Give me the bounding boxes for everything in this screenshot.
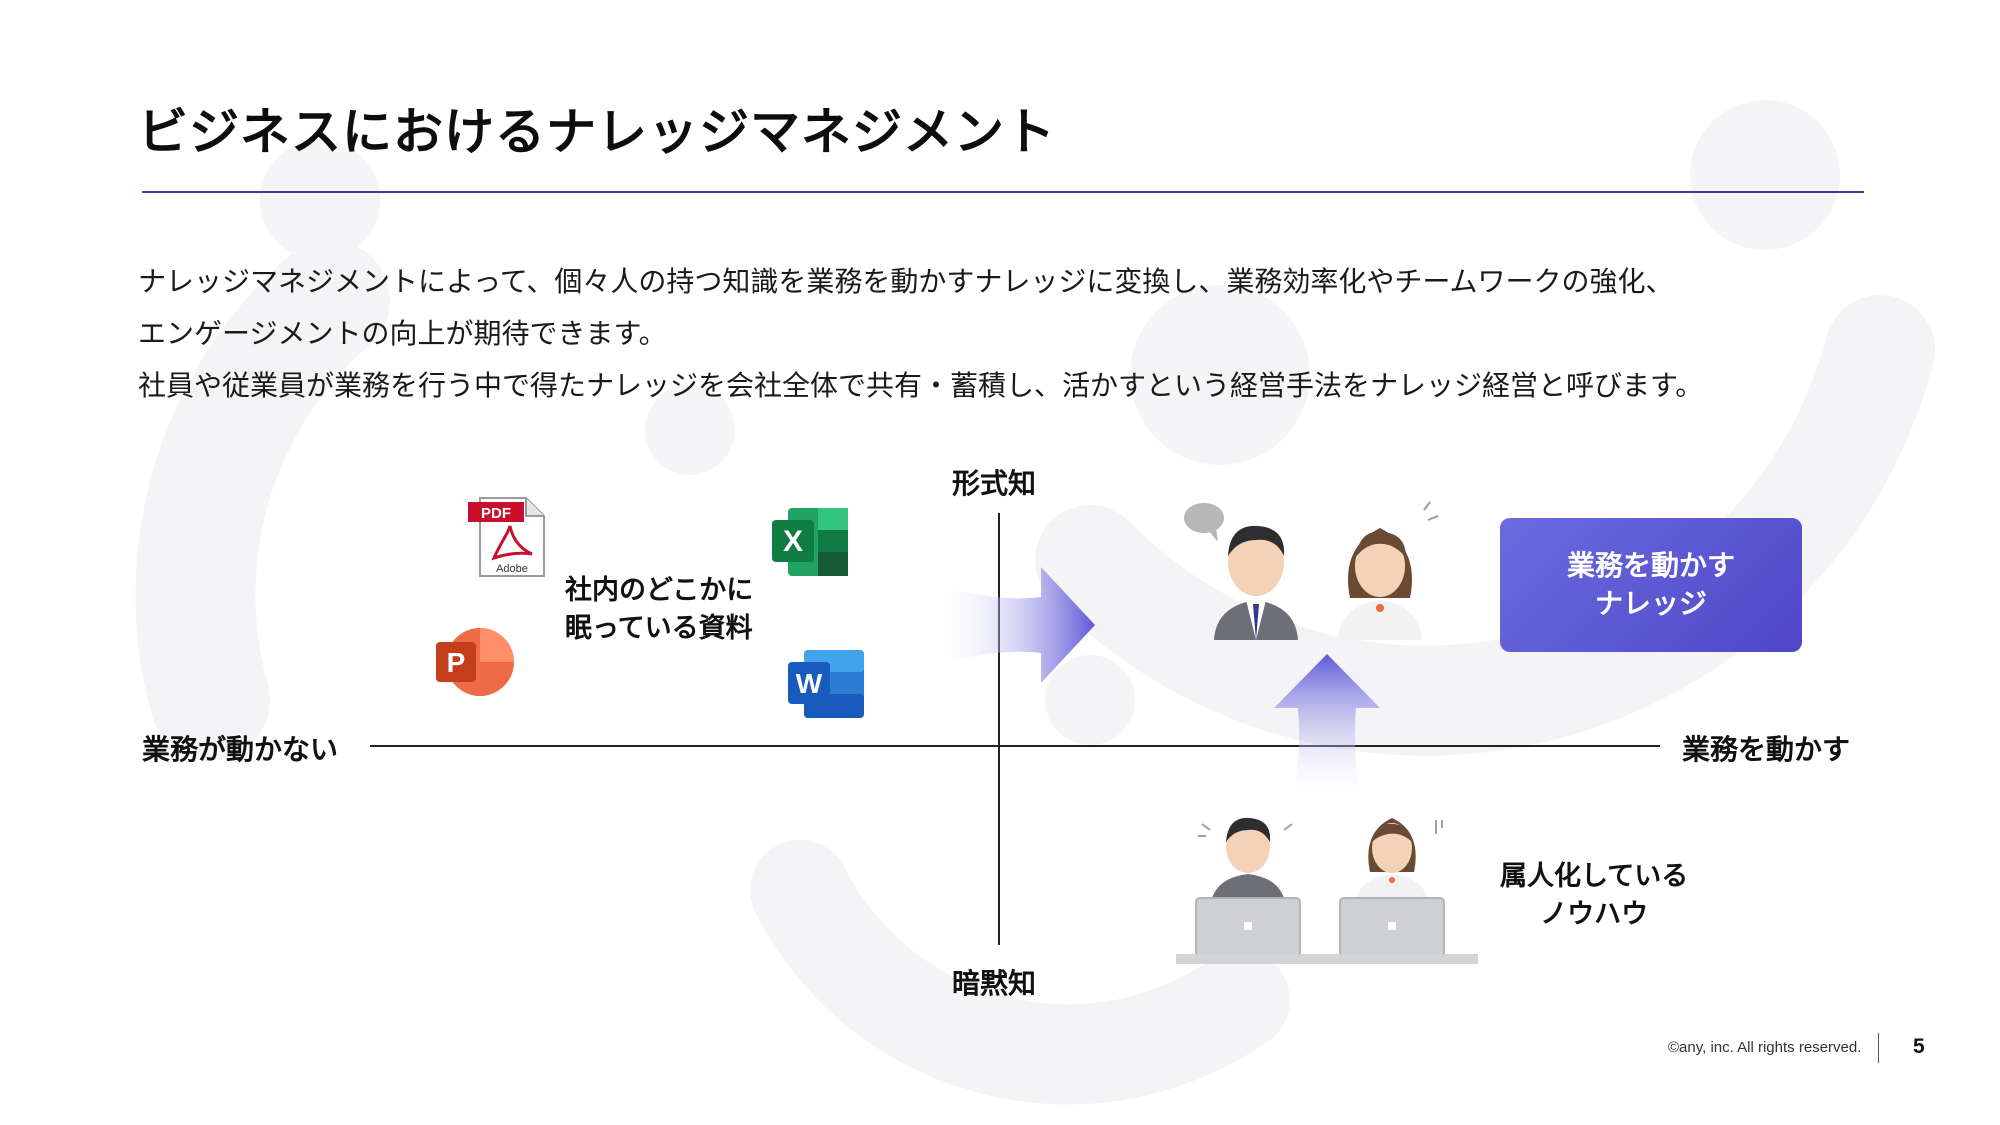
business-knowledge-box: 業務を動かす ナレッジ bbox=[1500, 518, 1802, 652]
powerpoint-icon: P bbox=[436, 628, 514, 696]
worried-businesswoman-icon bbox=[1354, 818, 1430, 906]
siloed-workers-illustration bbox=[1176, 817, 1478, 964]
right-arrow-icon bbox=[935, 567, 1095, 683]
powerpoint-letter: P bbox=[447, 647, 466, 678]
adobe-text: Adobe bbox=[496, 563, 528, 575]
knowledge-box-line-1: 業務を動かす bbox=[1566, 549, 1735, 582]
pdf-badge-text: PDF bbox=[481, 505, 511, 522]
title-divider bbox=[142, 191, 1864, 193]
excel-letter: X bbox=[783, 525, 803, 558]
page-number: 5 bbox=[1913, 1035, 1925, 1058]
slide-title: ビジネスにおけるナレッジマネジメント bbox=[138, 103, 1056, 161]
axis-label-work-moving: 業務を動かす bbox=[1682, 733, 1851, 766]
pdf-icon: PDF Adobe bbox=[468, 497, 545, 577]
worried-businessman-icon bbox=[1210, 817, 1286, 906]
paragraph-line-1: ナレッジマネジメントによって、個々人の持つ知識を業務を動かすナレッジに変換し、業… bbox=[138, 265, 1674, 298]
footer-divider bbox=[1878, 1033, 1879, 1063]
excel-icon: X bbox=[772, 508, 848, 576]
axis-label-tacit-knowledge: 暗黙知 bbox=[952, 967, 1037, 1000]
axis-label-work-not-moving: 業務が動かない bbox=[142, 733, 339, 766]
siloed-knowhow-label: 属人化している ノウハウ bbox=[1500, 858, 1688, 934]
desk bbox=[1176, 954, 1478, 964]
businessman-icon bbox=[1214, 525, 1298, 640]
paragraph-line-2: エンゲージメントの向上が期待できます。 bbox=[138, 317, 667, 350]
dormant-documents-label: 社内のどこかに 眠っている資料 bbox=[565, 572, 753, 648]
up-arrow-icon bbox=[1274, 654, 1380, 802]
siloed-knowhow-label-line-2: ノウハウ bbox=[1540, 899, 1649, 930]
dormant-documents-label-line-1: 社内のどこかに bbox=[565, 575, 754, 606]
word-icon: W bbox=[788, 650, 864, 718]
vertical-axis bbox=[998, 513, 1000, 945]
laptop-icon-2 bbox=[1339, 897, 1445, 957]
horizontal-axis bbox=[370, 745, 1660, 747]
sharing-people-illustration bbox=[1184, 501, 1439, 640]
intro-paragraph: ナレッジマネジメントによって、個々人の持つ知識を業務を動かすナレッジに変換し、業… bbox=[138, 256, 1703, 412]
paragraph-line-3: 社員や従業員が業務を行う中で得たナレッジを会社全体で共有・蓄積し、活かすという経… bbox=[138, 369, 1704, 402]
laptop-icon bbox=[1195, 897, 1301, 957]
copyright-text: ©any, inc. All rights reserved. bbox=[1668, 1039, 1862, 1056]
speech-bubble-icon bbox=[1184, 503, 1224, 542]
dormant-documents-label-line-2: 眠っている資料 bbox=[565, 613, 753, 644]
knowledge-box-line-2: ナレッジ bbox=[1594, 587, 1707, 620]
axis-label-explicit-knowledge: 形式知 bbox=[952, 467, 1037, 500]
businesswoman-icon bbox=[1338, 528, 1422, 640]
siloed-knowhow-label-line-1: 属人化している bbox=[1500, 861, 1689, 892]
word-letter: W bbox=[796, 668, 823, 699]
